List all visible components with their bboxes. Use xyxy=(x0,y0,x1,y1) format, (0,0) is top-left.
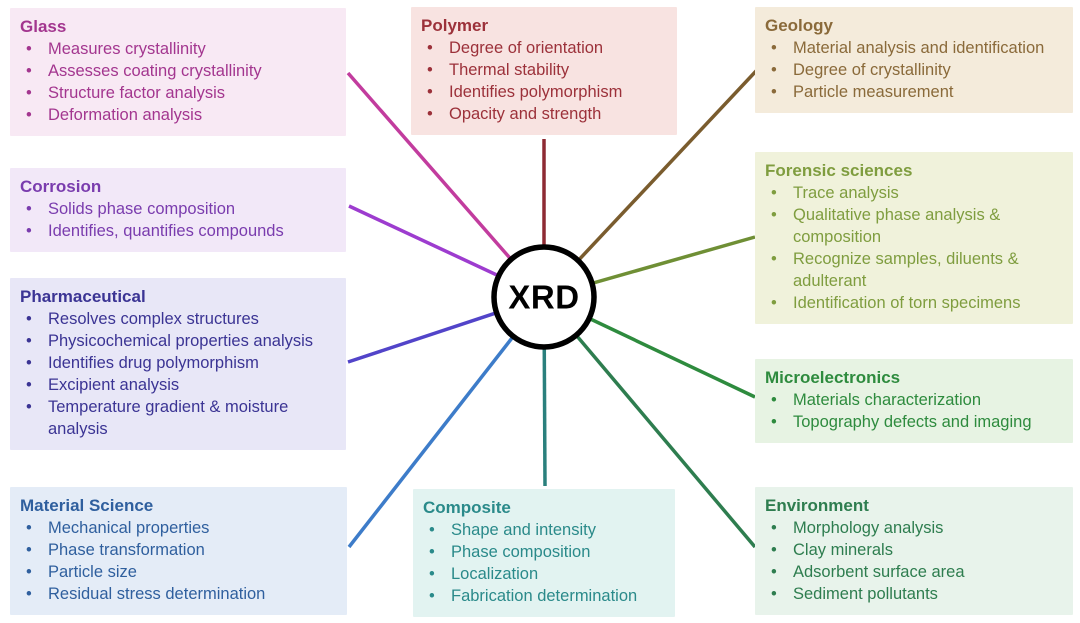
field-item: Adsorbent surface area xyxy=(765,562,1063,584)
field-title-microelectronics: Microelectronics xyxy=(765,368,901,387)
field-item: Identification of torn specimens xyxy=(765,293,1063,315)
field-item: Fabrication determination xyxy=(423,586,665,608)
field-item: Thermal stability xyxy=(421,60,667,82)
field-items-material-science: Mechanical properties Phase transformati… xyxy=(20,518,337,606)
field-title-environment: Environment xyxy=(765,496,869,515)
field-item: Degree of crystallinity xyxy=(765,60,1063,82)
field-items-geology: Material analysis and identification Deg… xyxy=(765,38,1063,104)
field-item: Material analysis and identification xyxy=(765,38,1063,60)
field-items-environment: Morphology analysis Clay minerals Adsorb… xyxy=(765,518,1063,606)
field-box-polymer: Polymer Degree of orientation Thermal st… xyxy=(411,7,677,135)
field-item: Trace analysis xyxy=(765,183,1063,205)
field-box-geology: Geology Material analysis and identifica… xyxy=(755,7,1073,113)
field-items-corrosion: Solids phase composition Identifies, qua… xyxy=(20,199,336,243)
field-title-material-science: Material Science xyxy=(20,496,154,515)
field-box-material-science: Material Science Mechanical properties P… xyxy=(10,487,347,615)
field-item: Structure factor analysis xyxy=(20,83,336,105)
field-item: Topography defects and imaging xyxy=(765,412,1063,434)
field-item: Physicochemical properties analysis xyxy=(20,331,336,353)
connector-material-science xyxy=(347,295,546,549)
field-box-environment: Environment Morphology analysis Clay min… xyxy=(755,487,1073,615)
connector-environment xyxy=(542,295,757,549)
field-title-corrosion: Corrosion xyxy=(20,177,102,196)
field-box-corrosion: Corrosion Solids phase composition Ident… xyxy=(10,168,346,252)
field-items-microelectronics: Materials characterization Topography de… xyxy=(765,390,1063,434)
field-item: Temperature gradient & moisture analysis xyxy=(20,397,336,441)
field-items-glass: Measures crystallinity Assesses coating … xyxy=(20,39,336,127)
field-item: Materials characterization xyxy=(765,390,1063,412)
field-box-composite: Composite Shape and intensity Phase comp… xyxy=(413,489,675,617)
field-box-pharmaceutical: Pharmaceutical Resolves complex structur… xyxy=(10,278,346,450)
field-box-microelectronics: Microelectronics Materials characterizat… xyxy=(755,359,1073,443)
field-item: Opacity and strength xyxy=(421,104,667,126)
field-title-pharmaceutical: Pharmaceutical xyxy=(20,287,146,306)
field-title-glass: Glass xyxy=(20,17,67,36)
field-item: Resolves complex structures xyxy=(20,309,336,331)
field-item: Shape and intensity xyxy=(423,520,665,542)
field-items-forensic-sciences: Trace analysis Qualitative phase analysi… xyxy=(765,183,1063,315)
field-item: Identifies polymorphism xyxy=(421,82,667,104)
field-item: Recognize samples, diluents & adulterant xyxy=(765,249,1063,293)
field-item: Phase composition xyxy=(423,542,665,564)
field-items-pharmaceutical: Resolves complex structures Physicochemi… xyxy=(20,309,336,441)
field-title-polymer: Polymer xyxy=(421,16,489,35)
field-item: Sediment pollutants xyxy=(765,584,1063,606)
xrd-hub-circle xyxy=(491,244,597,350)
field-item: Identifies, quantifies compounds xyxy=(20,221,336,243)
field-title-geology: Geology xyxy=(765,16,834,35)
field-item: Excipient analysis xyxy=(20,375,336,397)
field-item: Deformation analysis xyxy=(20,105,336,127)
field-item: Mechanical properties xyxy=(20,518,337,540)
field-item: Clay minerals xyxy=(765,540,1063,562)
field-title-forensic-sciences: Forensic sciences xyxy=(765,161,913,180)
field-item: Identifies drug polymorphism xyxy=(20,353,336,375)
field-item: Localization xyxy=(423,564,665,586)
field-item: Qualitative phase analysis & composition xyxy=(765,205,1063,249)
field-box-glass: Glass Measures crystallinity Assesses co… xyxy=(10,8,346,136)
field-item: Assesses coating crystallinity xyxy=(20,61,336,83)
field-items-composite: Shape and intensity Phase composition Lo… xyxy=(423,520,665,608)
field-items-polymer: Degree of orientation Thermal stability … xyxy=(421,38,667,126)
field-item: Particle size xyxy=(20,562,337,584)
field-item: Measures crystallinity xyxy=(20,39,336,61)
field-item: Morphology analysis xyxy=(765,518,1063,540)
field-item: Residual stress determination xyxy=(20,584,337,606)
field-item: Phase transformation xyxy=(20,540,337,562)
field-title-composite: Composite xyxy=(423,498,511,517)
field-item: Particle measurement xyxy=(765,82,1063,104)
field-box-forensic-sciences: Forensic sciences Trace analysis Qualita… xyxy=(755,152,1073,324)
xrd-hub-label: XRD xyxy=(508,279,579,316)
field-item: Solids phase composition xyxy=(20,199,336,221)
field-item: Degree of orientation xyxy=(421,38,667,60)
